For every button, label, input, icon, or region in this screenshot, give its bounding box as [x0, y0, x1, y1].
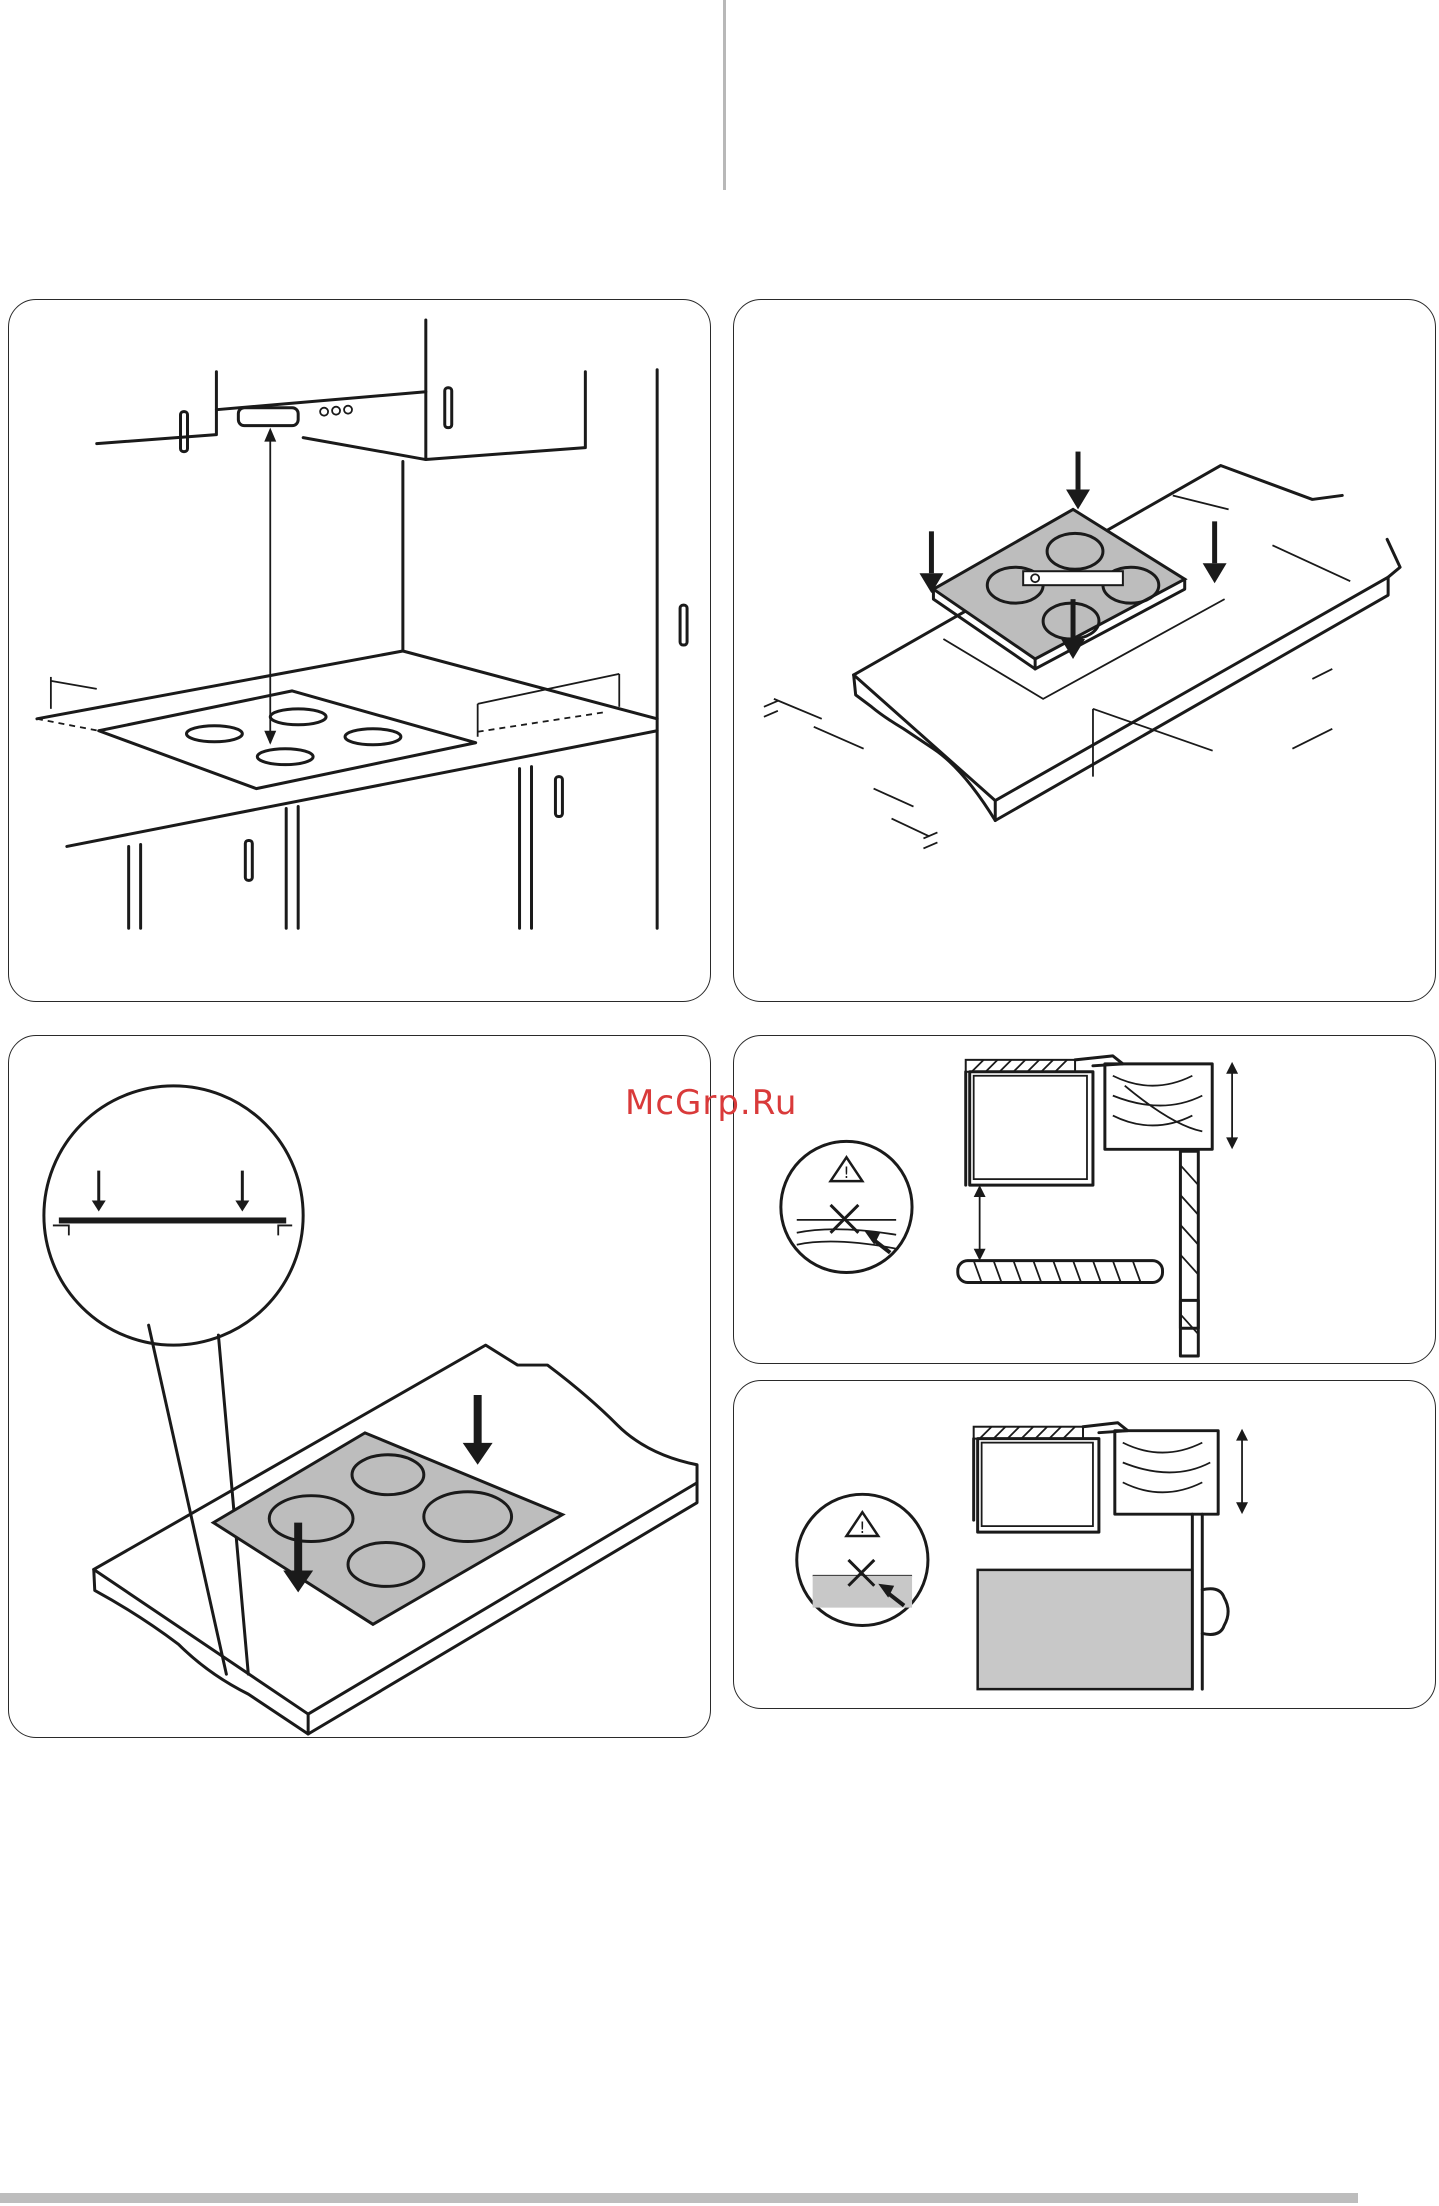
top-separator	[723, 0, 726, 190]
svg-text:!: !	[843, 1163, 849, 1182]
svg-text:!: !	[859, 1518, 865, 1537]
oven-mounting-illustration: !	[734, 1381, 1435, 1708]
footer-bar	[0, 2193, 1358, 2203]
hob-insertion-illustration	[9, 1036, 710, 1737]
figure-seal-and-insert	[8, 1035, 711, 1738]
figure-drawer-clearance: !	[733, 1035, 1436, 1364]
figure-cutout-dimensions	[733, 299, 1436, 1002]
worktop-cutout-illustration	[734, 300, 1435, 1001]
watermark: McGrp.Ru	[625, 1083, 797, 1123]
figure-kitchen-clearance	[8, 299, 711, 1002]
figure-oven-below: !	[733, 1380, 1436, 1709]
drawer-mounting-illustration: !	[734, 1036, 1435, 1363]
kitchen-clearance-illustration	[9, 300, 710, 1001]
